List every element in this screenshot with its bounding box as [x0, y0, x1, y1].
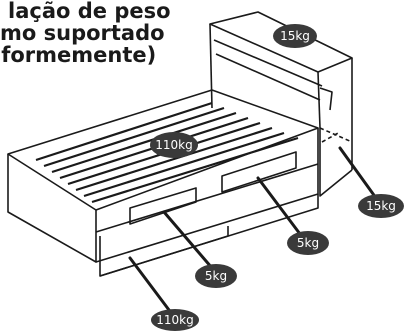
badge-text: 5kg — [297, 236, 319, 250]
slat — [83, 131, 285, 198]
bed-rail — [95, 163, 319, 233]
badge-text: 15kg — [366, 199, 396, 213]
headboard-niche — [319, 87, 333, 111]
leader-lines — [128, 146, 378, 316]
slat — [35, 101, 213, 162]
badge-headboard-shelf: 15kg — [273, 24, 317, 48]
left-drawer-leader — [162, 210, 214, 270]
slat — [51, 111, 237, 174]
badge-left-drawer: 5kg — [195, 264, 237, 288]
cabinet-hidden-edge-2 — [321, 131, 341, 143]
badge-bed-surface: 110kg — [150, 132, 198, 158]
right-drawer-leader — [256, 176, 302, 236]
left-drawer-front — [129, 187, 197, 225]
side-cabinet — [319, 128, 353, 197]
headboard-left-edge — [209, 23, 213, 109]
slat — [91, 136, 299, 204]
caption-line-1: lação de peso — [8, 0, 171, 23]
trundle-base — [99, 194, 319, 277]
badge-text: 15kg — [280, 29, 310, 43]
badge-under-bed: 110kg — [151, 309, 199, 331]
bed-outline — [7, 11, 353, 277]
headboard-shelf-line-2 — [215, 53, 321, 101]
badge-right-drawer: 5kg — [287, 231, 329, 255]
headboard-shelf-line — [213, 39, 323, 87]
badge-text: 110kg — [155, 138, 192, 152]
trundle-leader — [128, 256, 174, 316]
caption-line-3: iformemente) — [0, 43, 157, 67]
slat — [75, 126, 273, 192]
caption-line-2: mo suportado — [0, 21, 165, 45]
slat — [43, 106, 225, 168]
badge-text: 110kg — [156, 313, 193, 327]
cabinet-leader — [338, 146, 378, 200]
right-drawer-front — [221, 151, 297, 193]
badge-text: 5kg — [205, 269, 227, 283]
bed-frame-foot — [7, 154, 97, 263]
badge-side-cabinet: 15kg — [358, 194, 404, 218]
